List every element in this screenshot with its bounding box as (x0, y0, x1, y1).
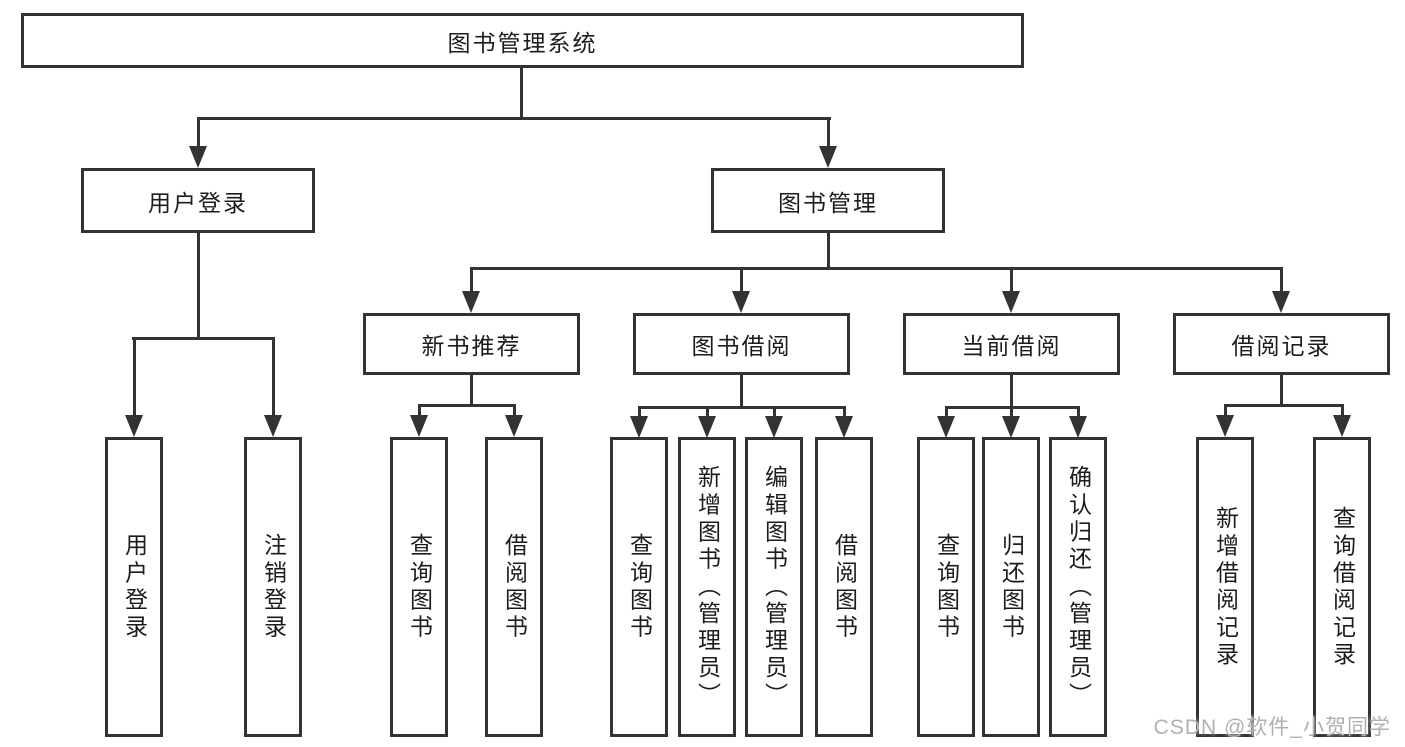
arrowhead (1002, 291, 1020, 313)
connector-line (945, 406, 948, 418)
leaf-query-borrow-record: 查询借阅记录 (1313, 437, 1371, 737)
connector-line (638, 406, 641, 418)
connector-line (1010, 406, 1013, 418)
arrowhead (462, 291, 480, 313)
connector-line (470, 267, 473, 295)
connector-line (1224, 404, 1227, 417)
connector-line (843, 406, 846, 418)
connector-line (740, 375, 743, 408)
connector-line (1224, 404, 1343, 407)
leaf-logout: 注销登录 (244, 437, 302, 737)
connector-line (1077, 406, 1080, 418)
arrowhead (1333, 415, 1351, 437)
arrowhead (732, 291, 750, 313)
connector-line (1280, 375, 1283, 406)
connector-line (418, 404, 516, 407)
connector-line (1280, 267, 1283, 295)
connector-line (197, 117, 831, 120)
arrowhead (505, 415, 523, 437)
leaf-borrow-books-recommend: 借阅图书 (485, 437, 543, 737)
arrowhead (264, 415, 282, 437)
arrowhead (937, 416, 955, 438)
node-new-book-recommend: 新书推荐 (363, 313, 580, 375)
arrowhead (410, 415, 428, 437)
connector-line (272, 337, 275, 417)
connector-line (740, 267, 743, 295)
connector-line (197, 117, 200, 150)
connector-line (706, 406, 709, 418)
node-current-borrowing: 当前借阅 (903, 313, 1120, 375)
node-library-management-system: 图书管理系统 (21, 13, 1024, 68)
connector-line (520, 68, 523, 119)
leaf-return-books: 归还图书 (982, 437, 1040, 737)
leaf-user-login: 用户登录 (105, 437, 163, 737)
leaf-edit-books-admin: 编辑图书（管理员） (745, 437, 803, 737)
arrowhead (1069, 416, 1087, 438)
arrowhead (630, 416, 648, 438)
node-book-borrowing: 图书借阅 (633, 313, 850, 375)
leaf-query-books-recommend: 查询图书 (390, 437, 448, 737)
connector-line (827, 232, 830, 269)
connector-line (470, 375, 473, 406)
arrowhead (189, 146, 207, 168)
connector-line (1010, 375, 1013, 408)
leaf-query-books-borrowing: 查询图书 (610, 437, 668, 737)
arrowhead (765, 416, 783, 438)
leaf-query-books-current: 查询图书 (917, 437, 975, 737)
node-user-login: 用户登录 (81, 168, 315, 233)
connector-line (197, 232, 200, 339)
arrowhead (1272, 291, 1290, 313)
connector-line (827, 117, 830, 150)
leaf-add-books-admin: 新增图书（管理员） (678, 437, 736, 737)
leaf-borrow-books: 借阅图书 (815, 437, 873, 737)
csdn-watermark: CSDN @软件_小贺同学 (1153, 716, 1391, 739)
connector-line (418, 404, 421, 417)
node-book-management: 图书管理 (711, 168, 945, 233)
connector-line (133, 337, 136, 417)
connector-line (513, 404, 516, 417)
arrowhead (1002, 416, 1020, 438)
node-borrow-records: 借阅记录 (1173, 313, 1390, 375)
connector-line (1341, 404, 1344, 417)
connector-line (773, 406, 776, 418)
connector-line (132, 337, 275, 340)
arrowhead (1216, 415, 1234, 437)
leaf-confirm-return-admin: 确认归还（管理员） (1049, 437, 1107, 737)
connector-line (638, 406, 845, 409)
connector-line (470, 267, 1282, 270)
leaf-add-borrow-record: 新增借阅记录 (1196, 437, 1254, 737)
arrowhead (125, 415, 143, 437)
arrowhead (819, 146, 837, 168)
arrowhead (698, 416, 716, 438)
arrowhead (835, 416, 853, 438)
connector-line (1010, 267, 1013, 295)
